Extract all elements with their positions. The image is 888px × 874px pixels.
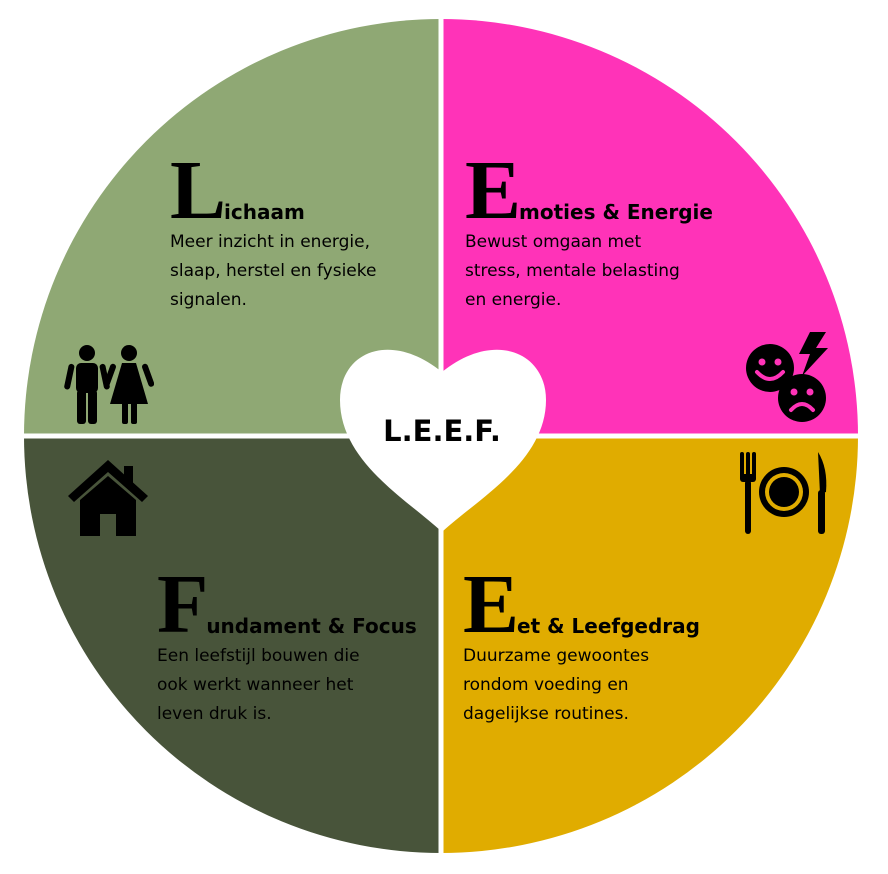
plate-cutlery-icon [740, 452, 827, 534]
eet-desc-line: Duurzame gewoontes [463, 646, 650, 667]
fundament-title-rest: undament & Focus [206, 614, 417, 639]
segment-lichaam [24, 19, 441, 436]
emotions-faces-icon [746, 332, 828, 422]
emoties-desc-line: en energie. [465, 290, 562, 311]
eet-letter: E [463, 558, 519, 651]
center-heart [340, 349, 546, 532]
fundament-letter: F [157, 558, 208, 651]
segment-fundament [24, 436, 441, 853]
eet-description: Duurzame gewoontes rondom voeding en dag… [463, 642, 700, 729]
center-title: L.E.E.F. [383, 414, 501, 448]
lichaam-desc-line: Meer inzicht in energie, [170, 232, 370, 253]
lichaam-description: Meer inzicht in energie, slaap, herstel … [170, 228, 376, 315]
quadrant-eet: E et & Leefgedrag Duurzame gewoontes ron… [463, 558, 700, 729]
fundament-desc-line: ook werkt wanneer het [157, 675, 354, 696]
emoties-desc-line: Bewust omgaan met [465, 232, 642, 253]
emoties-letter: E [465, 144, 521, 237]
segment-eet [441, 436, 858, 853]
eet-title-rest: et & Leefgedrag [517, 614, 700, 639]
emoties-title: E moties & Energie [465, 144, 713, 237]
segment-emoties [441, 19, 858, 436]
lichaam-desc-line: signalen. [170, 290, 247, 311]
couple-icon [64, 345, 154, 424]
lichaam-title: L ichaam [170, 144, 376, 237]
quadrant-emoties: E moties & Energie Bewust omgaan met str… [465, 144, 713, 315]
emoties-desc-line: stress, mentale belasting [465, 261, 680, 282]
quadrant-lichaam: L ichaam Meer inzicht in energie, slaap,… [170, 144, 376, 315]
lichaam-desc-line: slaap, herstel en fysieke [170, 261, 377, 282]
lichaam-letter: L [170, 144, 226, 237]
eet-title: E et & Leefgedrag [463, 558, 700, 651]
eet-desc-line: rondom voeding en [463, 675, 629, 696]
fundament-desc-line: leven druk is. [157, 704, 272, 725]
eet-desc-line: dagelijkse routines. [463, 704, 629, 725]
lichaam-title-rest: ichaam [224, 200, 305, 225]
emoties-description: Bewust omgaan met stress, mentale belast… [465, 228, 713, 315]
emoties-title-rest: moties & Energie [519, 200, 713, 225]
house-icon [68, 460, 148, 536]
fundament-description: Een leefstijl bouwen die ook werkt wanne… [157, 642, 417, 729]
fundament-desc-line: Een leefstijl bouwen die [157, 646, 360, 667]
quadrant-fundament: F undament & Focus Een leefstijl bouwen … [157, 558, 417, 729]
fundament-title: F undament & Focus [157, 558, 417, 651]
